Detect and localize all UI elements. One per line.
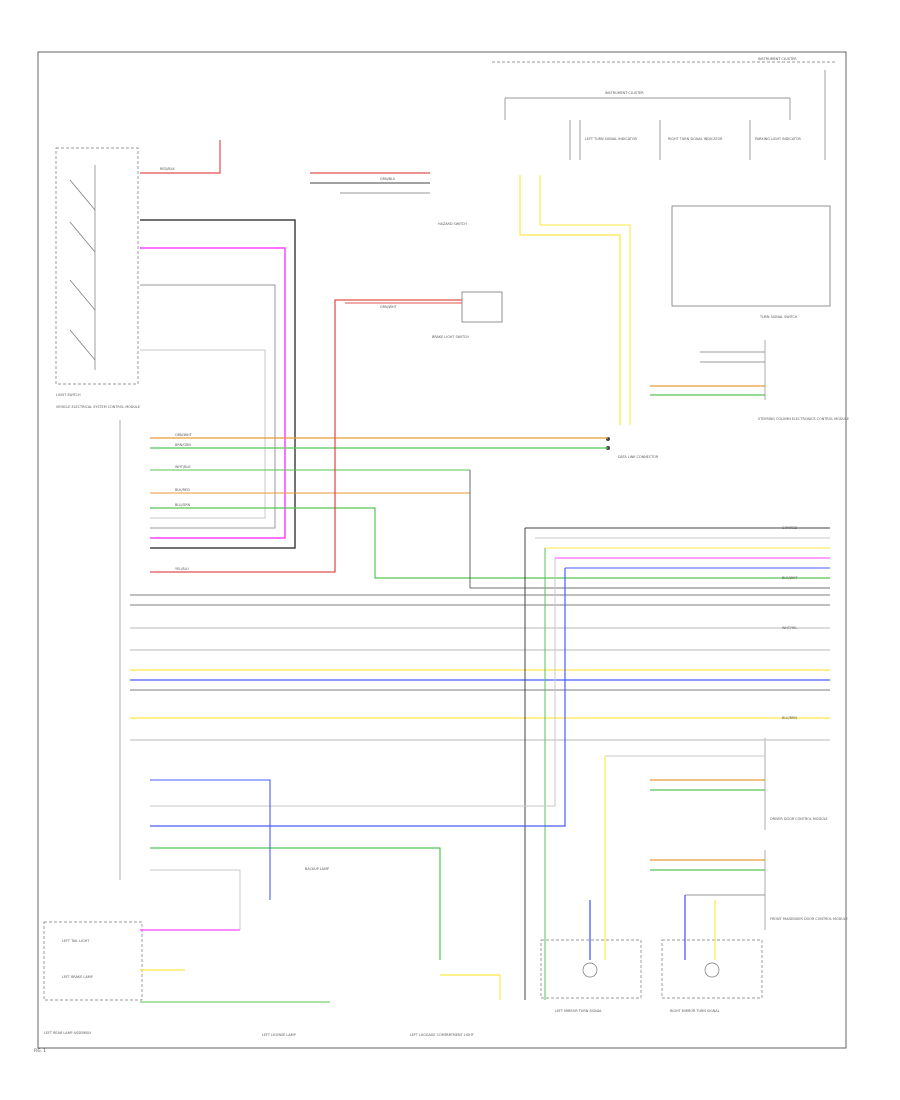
left-mirror-signal-box [540,939,642,999]
left-mirror-label: LEFT MIRROR TURN SIGNAL [555,1009,602,1013]
wire-light-switch-1 [140,219,296,549]
wire-bus-dark-long [469,470,830,589]
wire-yellow-cluster-2 [539,175,631,425]
wire-yellow-cluster [519,175,621,425]
wire-light-switch-3 [140,284,276,529]
wire-code-label: RED/BLK [160,167,175,171]
wire-code-label: WHT/BLK [175,465,191,469]
wire-code-label: GRN/BLU [380,177,396,181]
wire-code-label: WHT/YEL [782,626,797,630]
wire-code-label: BLK/RED [175,488,190,492]
wire-code-label: BRN/GRN [175,443,191,447]
wire-license-feed [150,869,241,930]
wire-brake-switch [150,299,462,573]
diagram-frame [37,51,847,1049]
backup-lamp-label: BACKUP LAMP [305,867,329,871]
light-switch-label: LIGHT SWITCH [56,393,81,397]
wire-code-label: ORN/WHT [175,433,193,437]
steering-module-label: STEERING COLUMN ELECTRONICS CONTROL MODU… [758,417,849,421]
left-brake-lamp-label: LEFT BRAKE LAMP [62,975,93,979]
wire-green-rear [150,847,441,960]
wire-code-labels: RED/BLK GRN/BLU GRN/WHT ORN/WHT BRN/GRN WHT/B… [160,167,798,720]
vesc-module-label: VEHICLE ELECTRICAL SYSTEM CONTROL MODULE [56,405,140,409]
wire-blue-return [150,568,566,827]
wire-light-switch-4 [140,349,266,519]
header-box-label: INSTRUMENT CLUSTER [758,57,797,61]
wire-code-label: GRN/WHT [380,305,398,309]
right-mirror-signal-box [661,939,763,999]
turn-signal-switch-label: TURN SIGNAL SWITCH [759,315,798,319]
wire-lightgray-return [150,558,556,807]
right-turn-signal-label: RIGHT TURN SIGNAL INDICATOR [668,137,723,141]
left-tail-light-label: LEFT TAIL LIGHT [62,939,90,943]
light-switch-contacts [69,165,96,370]
turn-signal-switch-box [671,205,831,307]
parking-light-indicator-label: PARKING LIGHT INDICATOR [755,137,801,141]
wire-traces [130,140,830,1003]
wire-luggage-yellow [440,974,501,1000]
left-mirror-bulb [582,962,598,978]
brake-light-switch-label: BRAKE LIGHT SWITCH [432,335,469,339]
cluster-indicators [569,70,826,160]
wire-backup-blue [150,779,271,900]
passenger-door-module-label: FRONT PASSENGER DOOR CONTROL MODULE [770,917,848,921]
page-label: FIG. 1 [34,1048,46,1053]
data-link-connector-label: DATA LINK CONNECTOR [618,455,659,459]
left-turn-signal-label: LEFT TURN SIGNAL INDICATOR [585,137,638,141]
driver-door-module-label: DRIVER DOOR CONTROL MODULE [770,817,828,821]
left-tail-light-box [43,921,143,1001]
cluster-label: INSTRUMENT CLUSTER [605,91,644,95]
right-mirror-label: RIGHT MIRROR TURN SIGNAL [670,1009,720,1013]
wire-code-label: BLK/WHT [782,576,798,580]
wire-light-switch-2 [140,247,286,539]
wire-code-label: GRY/RED [782,526,797,530]
wire-code-label: YEL/BLU [175,567,189,571]
brake-light-switch-box [461,291,503,323]
license-lamp-label: LEFT LICENSE LAMP [262,1033,296,1037]
left-rear-lamp-assembly-label: LEFT REAR LAMP ASSEMBLY [44,1031,92,1035]
luggage-light-label: LEFT LUGGAGE COMPARTMENT LIGHT [410,1033,475,1037]
wire-code-label: BLU/BRN [782,716,797,720]
wire-code-label: BLU/GRN [175,503,191,507]
light-switch-box [55,147,139,385]
wire-fuse-feed-left [140,140,221,174]
hazard-switch-label: HAZARD SWITCH [438,222,467,226]
wire-bus-green-long [150,507,830,579]
right-mirror-bulb [704,962,720,978]
